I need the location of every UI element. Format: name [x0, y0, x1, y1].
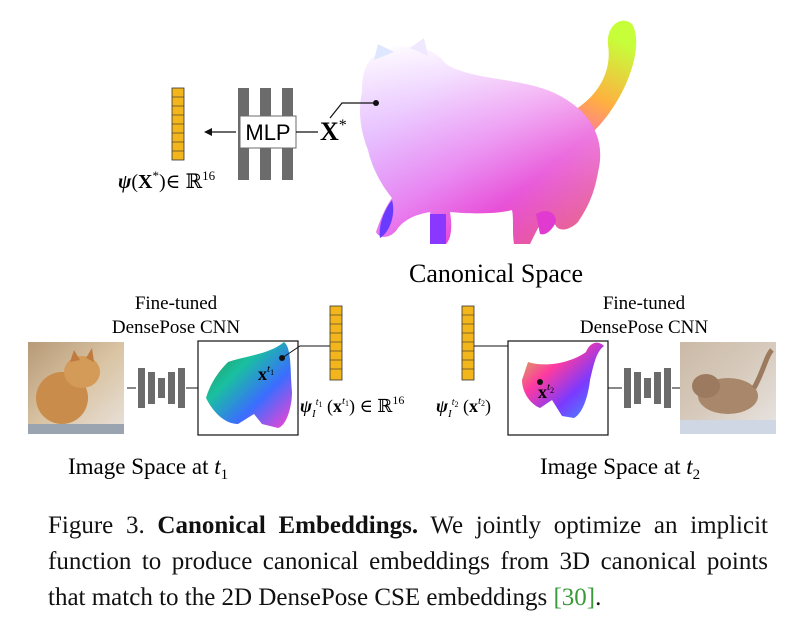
left-network-label-line2: DensePose CNN	[112, 317, 241, 338]
right-cat-photo	[680, 342, 776, 434]
figure-caption: Figure 3. Canonical Embeddings. We joint…	[48, 508, 768, 616]
right-densepose-cnn	[624, 368, 671, 408]
canonical-embedding-vector	[171, 87, 185, 161]
right-network-label-line2: DensePose CNN	[580, 317, 709, 338]
left-cat-photo	[28, 342, 124, 434]
figure-caption-body: We jointly optimize an implicit function…	[48, 512, 768, 611]
right-embedding-map	[522, 342, 604, 418]
canonical-embedding-label: ψ(X*)∈ ℝ16	[118, 168, 216, 193]
right-point-marker	[537, 379, 543, 385]
left-image-space-caption: Image Space at t1	[68, 454, 228, 483]
left-point-leader	[281, 345, 330, 359]
left-embedding-map	[206, 342, 292, 428]
right-image-space-caption: Image Space at t2	[540, 454, 700, 483]
canonical-cat-mesh	[360, 20, 637, 244]
right-network-label-line1: Fine-tuned	[603, 293, 686, 314]
figure-caption-end: .	[595, 584, 602, 611]
figure-caption-citation-link[interactable]: [30]	[553, 584, 596, 611]
right-embedding-label: ψIt2 (xt2)	[436, 395, 491, 420]
mlp-label: MLP	[245, 120, 290, 145]
canonical-space-title: Canonical Space	[409, 259, 583, 288]
left-densepose-cnn	[138, 368, 185, 408]
left-embedding-vector	[329, 305, 343, 381]
figure-caption-title: Canonical Embeddings.	[157, 512, 419, 539]
right-embedding-vector	[461, 305, 475, 381]
left-network-label-line1: Fine-tuned	[135, 293, 218, 314]
left-embedding-label: ψIt1 (xt1) ∈ ℝ16	[300, 393, 404, 420]
canonical-point-leader	[329, 102, 376, 119]
arrow-head-icon	[204, 128, 212, 136]
figure-caption-prefix: Figure 3.	[48, 512, 145, 539]
canonical-point-label: X*	[320, 117, 347, 146]
